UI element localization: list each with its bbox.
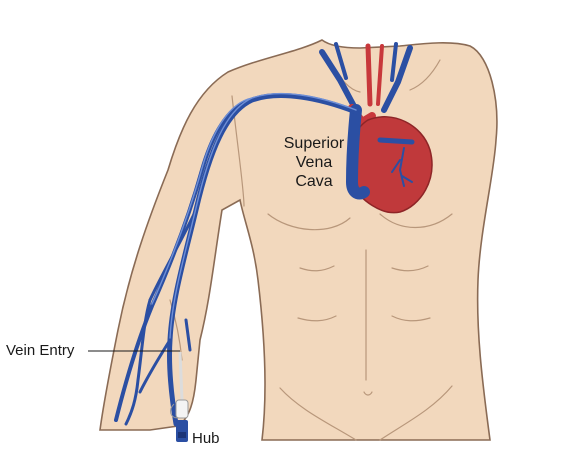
coronary-veins bbox=[391, 147, 413, 187]
hub-label: Hub bbox=[192, 430, 220, 447]
arm-veins-highlight bbox=[151, 92, 357, 339]
torso-outline bbox=[99, 39, 498, 441]
superior-vena-cava bbox=[345, 104, 370, 200]
catheter-hub bbox=[176, 420, 188, 442]
vein-entry-label: Vein Entry bbox=[6, 342, 75, 359]
heart-vessel-top bbox=[377, 137, 415, 145]
picc-catheter bbox=[170, 351, 189, 419]
svc-label-line-3: Cava bbox=[295, 173, 333, 190]
svc-label-line-2: Vena bbox=[295, 154, 333, 171]
svc-label-line-1: Superior bbox=[283, 135, 345, 152]
superior-vena-cava-label: Superior Vena Cava bbox=[272, 134, 356, 191]
